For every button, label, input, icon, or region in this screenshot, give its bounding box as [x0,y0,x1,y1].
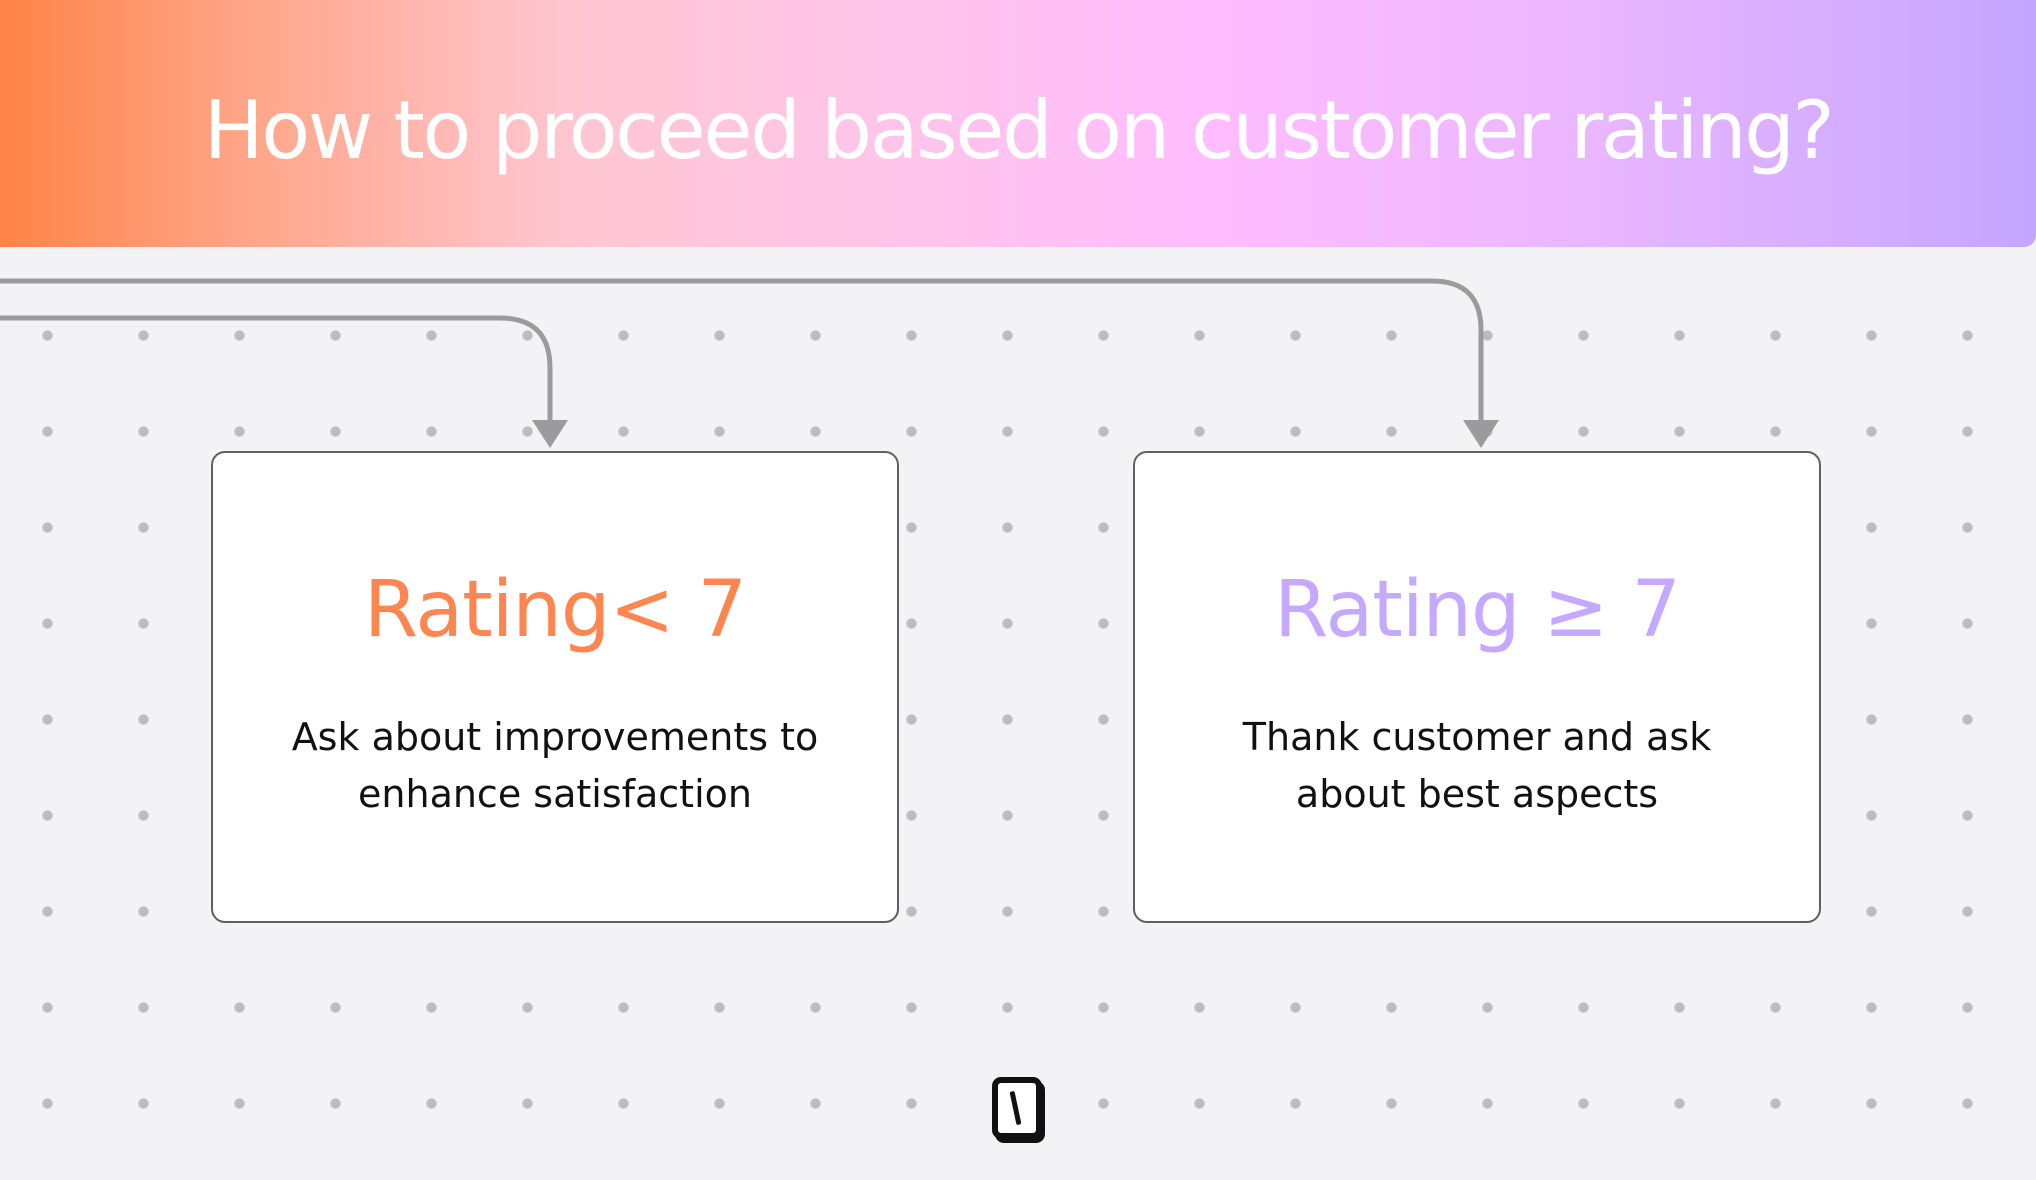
high-rating-heading: Rating ≥ 7 [1273,565,1681,655]
connector-to-low-rating [0,315,553,420]
low-rating-heading: Rating< 7 [363,565,747,655]
low-rating-card: Rating< 7 Ask about improvements to enha… [211,451,899,923]
low-rating-description: Ask about improvements to enhance satisf… [243,709,867,823]
logo-slash-mark [1009,1090,1022,1126]
arrowhead-high-rating [1463,420,1499,448]
low-rating-description-line: enhance satisfaction [358,772,752,816]
arrowhead-low-rating [532,420,568,448]
connector-to-high-rating [0,278,1484,420]
slash-logo-icon [992,1077,1042,1139]
high-rating-description-line: Thank customer and ask [1242,715,1712,759]
page-title: How to proceed based on customer rating? [203,84,1835,177]
high-rating-card: Rating ≥ 7 Thank customer and ask about … [1133,451,1821,923]
header-banner: How to proceed based on customer rating? [0,0,2036,247]
low-rating-description-line: Ask about improvements to [291,715,819,759]
high-rating-description-line: about best aspects [1295,772,1659,816]
high-rating-description: Thank customer and ask about best aspect… [1165,709,1789,823]
